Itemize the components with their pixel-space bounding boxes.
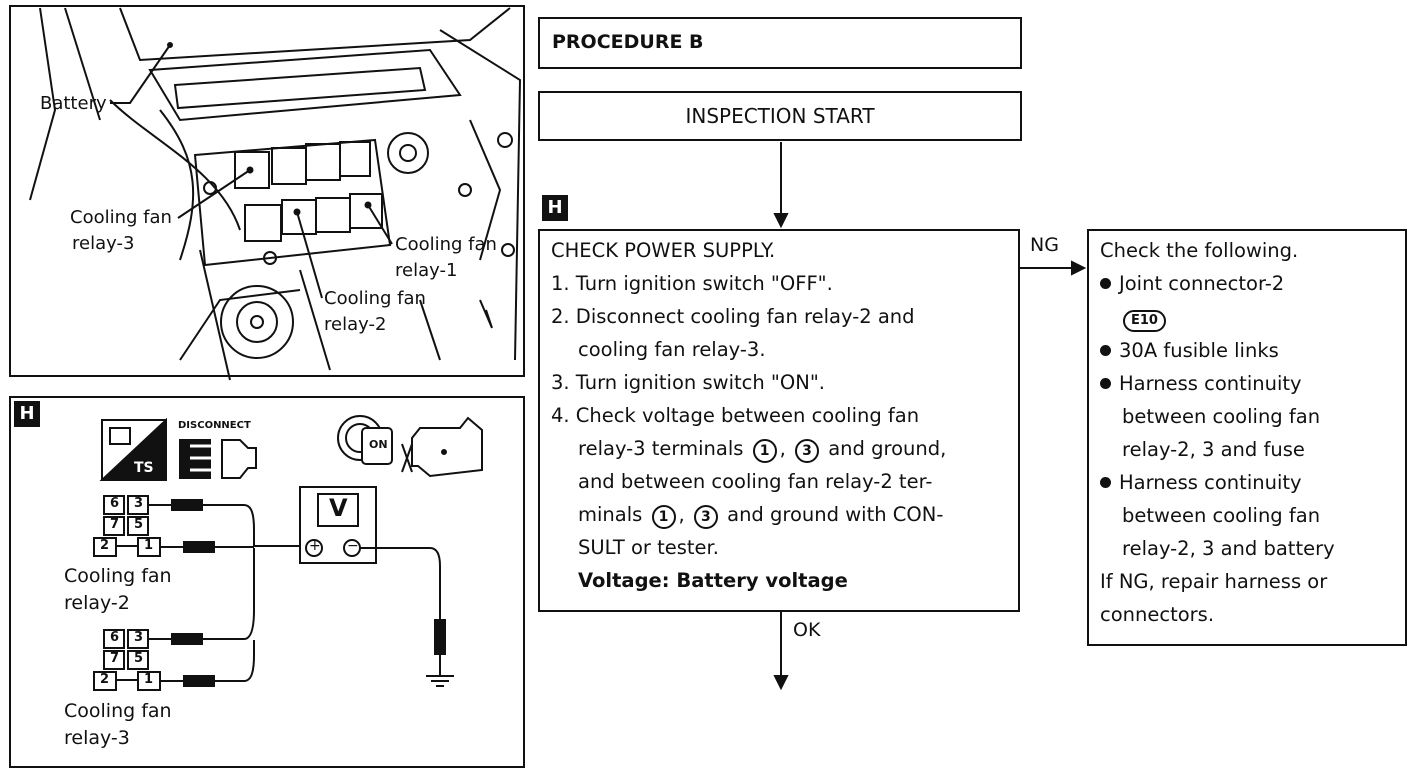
terminal-3-symbol: 3: [795, 439, 820, 463]
ng-item-harness-fuse-line2: between cooling fan: [1122, 405, 1321, 428]
connector-e10-badge: E10: [1123, 310, 1166, 332]
relay3-pin-5: 5: [134, 651, 144, 666]
wiring-relay2-label-line1: Cooling fan: [64, 565, 172, 587]
engine-relay2-label-line1: Cooling fan: [324, 288, 426, 309]
engine-relay3-label-line2: relay-3: [72, 233, 135, 254]
check-step-4-line1: 4. Check voltage between cooling fan: [551, 404, 920, 427]
relay2-pin-5: 5: [134, 517, 144, 532]
check-step-badge: H: [542, 195, 568, 221]
step4-minals-text: minals: [578, 503, 643, 526]
relay3-pin-1: 1: [144, 672, 154, 687]
check-step-1: 1. Turn ignition switch "OFF".: [551, 272, 833, 295]
ok-branch-label: OK: [793, 619, 821, 641]
check-step-4-line2: relay-3 terminals 1, 3 and ground,: [578, 432, 946, 465]
check-step-4-line4: minals 1, 3 and ground with CON-: [578, 498, 943, 531]
terminal-3-symbol-2: 3: [693, 505, 718, 529]
relay3-pin-2: 2: [100, 672, 110, 687]
relay3-pin-3: 3: [134, 630, 144, 645]
connector-e10-badge-row: E10: [1123, 301, 1166, 334]
terminal-1-symbol: 1: [752, 439, 777, 463]
wiring-relay2-label-line2: relay-2: [64, 592, 130, 614]
relay2-pin-7: 7: [110, 517, 120, 532]
relay3-pin-7: 7: [110, 651, 120, 666]
ng-branch-label: NG: [1030, 234, 1059, 256]
procedure-title: PROCEDURE B: [552, 31, 704, 53]
procedure-title-box: PROCEDURE B: [538, 17, 1022, 69]
engine-relay1-label-line1: Cooling fan: [395, 234, 497, 255]
ng-footer-line2: connectors.: [1100, 603, 1215, 626]
check-step-3: 3. Turn ignition switch "ON".: [551, 371, 825, 394]
ng-item-harness-fuse-line3: relay-2, 3 and fuse: [1122, 438, 1305, 461]
relay2-pin-2: 2: [100, 538, 110, 553]
relay3-pin-6: 6: [110, 630, 120, 645]
step4-consult-text: and ground with CON-: [727, 503, 944, 526]
ng-item-harness-battery-line2: between cooling fan: [1122, 504, 1321, 527]
check-step-4-line5: SULT or tester.: [578, 536, 719, 559]
check-step-4-line3: and between cooling fan relay-2 ter-: [578, 470, 933, 493]
inspection-start-box: INSPECTION START: [538, 91, 1022, 141]
wiring-relay3-label-line1: Cooling fan: [64, 700, 172, 722]
inspection-start-label: INSPECTION START: [685, 104, 875, 128]
ts-icon-label: TS: [134, 460, 154, 476]
check-heading: CHECK POWER SUPPLY.: [551, 239, 776, 262]
ng-item-fusible-links: 30A fusible links: [1100, 334, 1279, 367]
meter-minus-terminal: −: [347, 538, 359, 554]
relay2-pin-6: 6: [110, 496, 120, 511]
ng-action-box: Check the following. Joint connector-2 E…: [1087, 229, 1407, 646]
engine-relay1-label-line2: relay-1: [395, 260, 458, 281]
engine-relay3-label-line1: Cooling fan: [70, 207, 172, 228]
check-step-2-line1: 2. Disconnect cooling fan relay-2 and: [551, 305, 915, 328]
ng-item-harness-battery-line3: relay-2, 3 and battery: [1122, 537, 1335, 560]
ng-item-harness-battery-line1: Harness continuity: [1100, 466, 1302, 499]
ng-item-joint-connector: Joint connector-2: [1100, 267, 1284, 300]
ng-footer-line1: If NG, repair harness or: [1100, 570, 1328, 593]
terminal-1-symbol-2: 1: [651, 505, 676, 529]
bullet-icon: [1100, 477, 1111, 488]
ignition-on-icon-label: ON: [369, 438, 388, 451]
engine-relay2-label-line2: relay-2: [324, 314, 387, 335]
disconnect-icon-label: DISCONNECT: [178, 420, 251, 431]
bullet-icon: [1100, 278, 1111, 289]
check-step-2-line2: cooling fan relay-3.: [578, 338, 766, 361]
relay2-pin-3: 3: [134, 496, 144, 511]
ng-heading: Check the following.: [1100, 239, 1299, 262]
bullet-icon: [1100, 345, 1111, 356]
step4-comma-2: ,: [678, 503, 685, 526]
step4-ground-text: and ground,: [828, 437, 947, 460]
check-power-supply-box: CHECK POWER SUPPLY. 1. Turn ignition swi…: [538, 229, 1020, 612]
step4-comma: ,: [779, 437, 786, 460]
voltmeter-symbol: V: [329, 494, 348, 522]
bullet-icon: [1100, 378, 1111, 389]
battery-label: Battery: [40, 93, 107, 114]
meter-plus-terminal: +: [309, 538, 321, 554]
relay2-pin-1: 1: [144, 538, 154, 553]
wiring-relay3-label-line2: relay-3: [64, 727, 130, 749]
ng-item-harness-fuse-line1: Harness continuity: [1100, 367, 1302, 400]
step4-relay3-text: relay-3 terminals: [578, 437, 744, 460]
wiring-step-badge: H: [14, 401, 40, 427]
voltage-spec: Voltage: Battery voltage: [578, 569, 848, 592]
